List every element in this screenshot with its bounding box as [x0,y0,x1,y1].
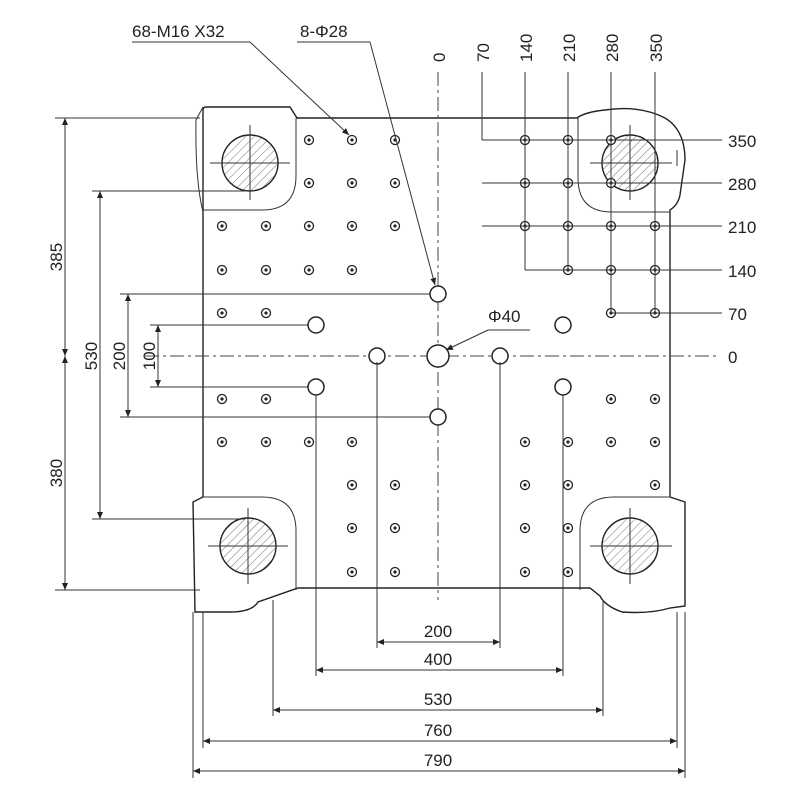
right-label-140: 140 [728,262,756,281]
tapped-hole-center [350,224,354,228]
tapped-hole-center [350,181,354,185]
center-bore [426,344,450,368]
tapped-hole-center [653,397,657,401]
dim-400: 400 [424,650,452,669]
tapped-hole-center [350,138,354,142]
right-label-350: 350 [728,132,756,151]
tapped-hole-center [523,483,527,487]
tapped-hole-center [220,268,224,272]
tapped-hole-center [307,181,311,185]
tapped-hole-center [350,570,354,574]
tapped-hole-center [307,138,311,142]
tapped-hole-center [393,483,397,487]
tapped-hole-center [393,181,397,185]
tapped-hole-center [350,483,354,487]
dim-100: 100 [140,342,159,370]
tapped-hole-center [220,311,224,315]
right-label-0: 0 [728,348,737,367]
tapped-hole-center [393,526,397,530]
dim-385: 385 [47,243,66,271]
tapped-hole-center [566,483,570,487]
dim-200-bottom: 200 [424,622,452,641]
right-label-70: 70 [728,305,747,324]
dim-200-left: 200 [110,342,129,370]
tapped-hole-center [609,440,613,444]
tapped-hole-center [350,268,354,272]
tapped-hole-center [220,440,224,444]
dim-380: 380 [47,459,66,487]
top-label-210: 210 [560,34,579,62]
tapped-hole-center [307,224,311,228]
tapped-hole-center [523,570,527,574]
center-bore-label: Φ40 [488,307,520,326]
tapped-hole-center [264,397,268,401]
tapped-hole-center [220,397,224,401]
platen-outline [192,106,686,614]
right-label-210: 210 [728,218,756,237]
tapped-hole-center [350,526,354,530]
top-label-70: 70 [474,43,493,62]
right-label-280: 280 [728,175,756,194]
tapped-hole-center [220,224,224,228]
top-label-0: 0 [430,53,449,62]
top-label-140: 140 [517,34,536,62]
tapped-hole-center [264,440,268,444]
tapped-hole-center [393,570,397,574]
tapped-hole-center [523,526,527,530]
small-bores-label: 8-Φ28 [300,22,348,41]
tapped-hole-center [653,440,657,444]
tapped-hole-center [566,440,570,444]
tapped-hole-center [307,268,311,272]
tapped-hole-center [393,224,397,228]
tapped-holes-label: 68-M16 X32 [132,22,225,41]
top-label-280: 280 [603,34,622,62]
tapped-hole-center [264,268,268,272]
small-bores [307,285,572,426]
tapped-hole-center [609,397,613,401]
tapped-hole-center [523,440,527,444]
tapped-hole-center [566,570,570,574]
tapped-hole-center [566,526,570,530]
tapped-hole-center [264,311,268,315]
tapped-hole-center [307,440,311,444]
dim-530-left: 530 [82,342,101,370]
tapped-hole-center [264,224,268,228]
tapped-hole-center [653,483,657,487]
tapped-hole-center [350,440,354,444]
top-label-350: 350 [647,34,666,62]
dim-760: 760 [424,721,452,740]
dim-790: 790 [424,751,452,770]
dim-530-bottom: 530 [424,690,452,709]
